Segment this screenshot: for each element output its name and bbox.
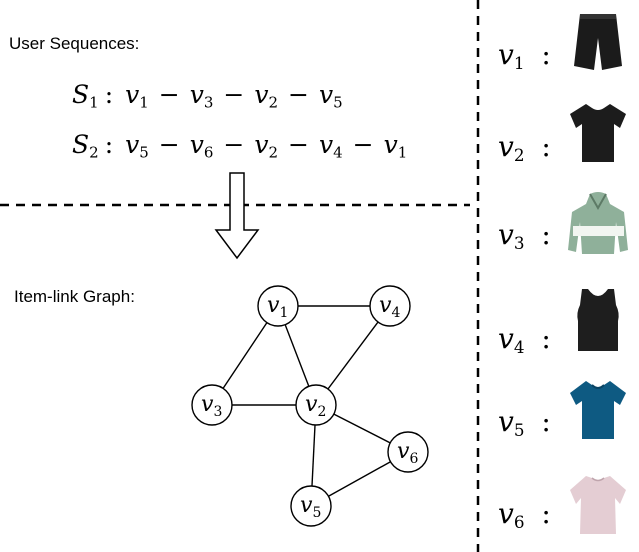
sequence-item: v5 <box>125 130 149 162</box>
sequence-item: v1 <box>383 130 408 162</box>
item-link-graph-label: Item-link Graph: <box>14 287 135 306</box>
sequence-subscript: 1 <box>89 93 99 112</box>
graph-node-v3: v3 <box>191 384 233 426</box>
sequence-item: v1 <box>125 80 149 112</box>
graph-nodes: v1 v4 v3 v2 v6 v5 <box>191 285 429 527</box>
sequence-item: v2 <box>254 80 279 112</box>
node-circle <box>191 384 233 426</box>
graph-node-v1: v1 <box>257 285 299 327</box>
colon: : <box>104 80 114 109</box>
graph-node-v4: v4 <box>369 285 411 327</box>
sequence-subscript: 2 <box>89 143 99 162</box>
dash: − <box>223 130 245 159</box>
node-circle <box>290 485 332 527</box>
legend-label: v3 : <box>498 218 551 254</box>
pink-blouse-icon <box>568 470 630 545</box>
dash: − <box>158 130 180 159</box>
legend-label: v5 : <box>498 405 551 441</box>
black-tank-top-icon <box>568 285 630 360</box>
sequence-item: v5 <box>319 80 343 112</box>
dash: − <box>352 130 374 159</box>
green-hoodie-icon <box>568 190 630 265</box>
legend-label: v4 : <box>498 322 551 358</box>
graph-node-v5: v5 <box>290 485 332 527</box>
node-circle <box>369 285 411 327</box>
colon: : <box>104 130 114 159</box>
node-circle <box>257 285 299 327</box>
down-arrow-icon <box>214 172 260 260</box>
dash: − <box>223 80 245 109</box>
node-circle <box>295 384 337 426</box>
sequence-item: v6 <box>189 130 214 162</box>
sequence-s2: S2:v5−v6−v2−v4−v1 <box>72 130 407 162</box>
blue-tshirt-icon <box>568 375 630 450</box>
graph-node-v6: v6 <box>387 431 429 473</box>
graph-node-v2: v2 <box>295 384 337 426</box>
legend-label: v6 : <box>498 497 551 533</box>
sequence-item: v3 <box>189 80 214 112</box>
sequence-name: S1 <box>72 80 99 112</box>
sequence-s1: S1:v1−v3−v2−v5 <box>72 80 343 112</box>
black-shorts-icon <box>568 8 630 83</box>
sequence-item: v4 <box>319 130 343 162</box>
legend-label: v2 : <box>498 130 551 166</box>
user-sequences-label: User Sequences: <box>9 34 140 53</box>
node-circle <box>387 431 429 473</box>
dash: − <box>158 80 180 109</box>
legend-label: v1 : <box>498 38 551 74</box>
sequence-item: v2 <box>254 130 279 162</box>
dash: − <box>288 80 309 109</box>
sequence-name: S2 <box>72 130 99 162</box>
dash: − <box>288 130 309 159</box>
black-tshirt-icon <box>568 98 630 173</box>
